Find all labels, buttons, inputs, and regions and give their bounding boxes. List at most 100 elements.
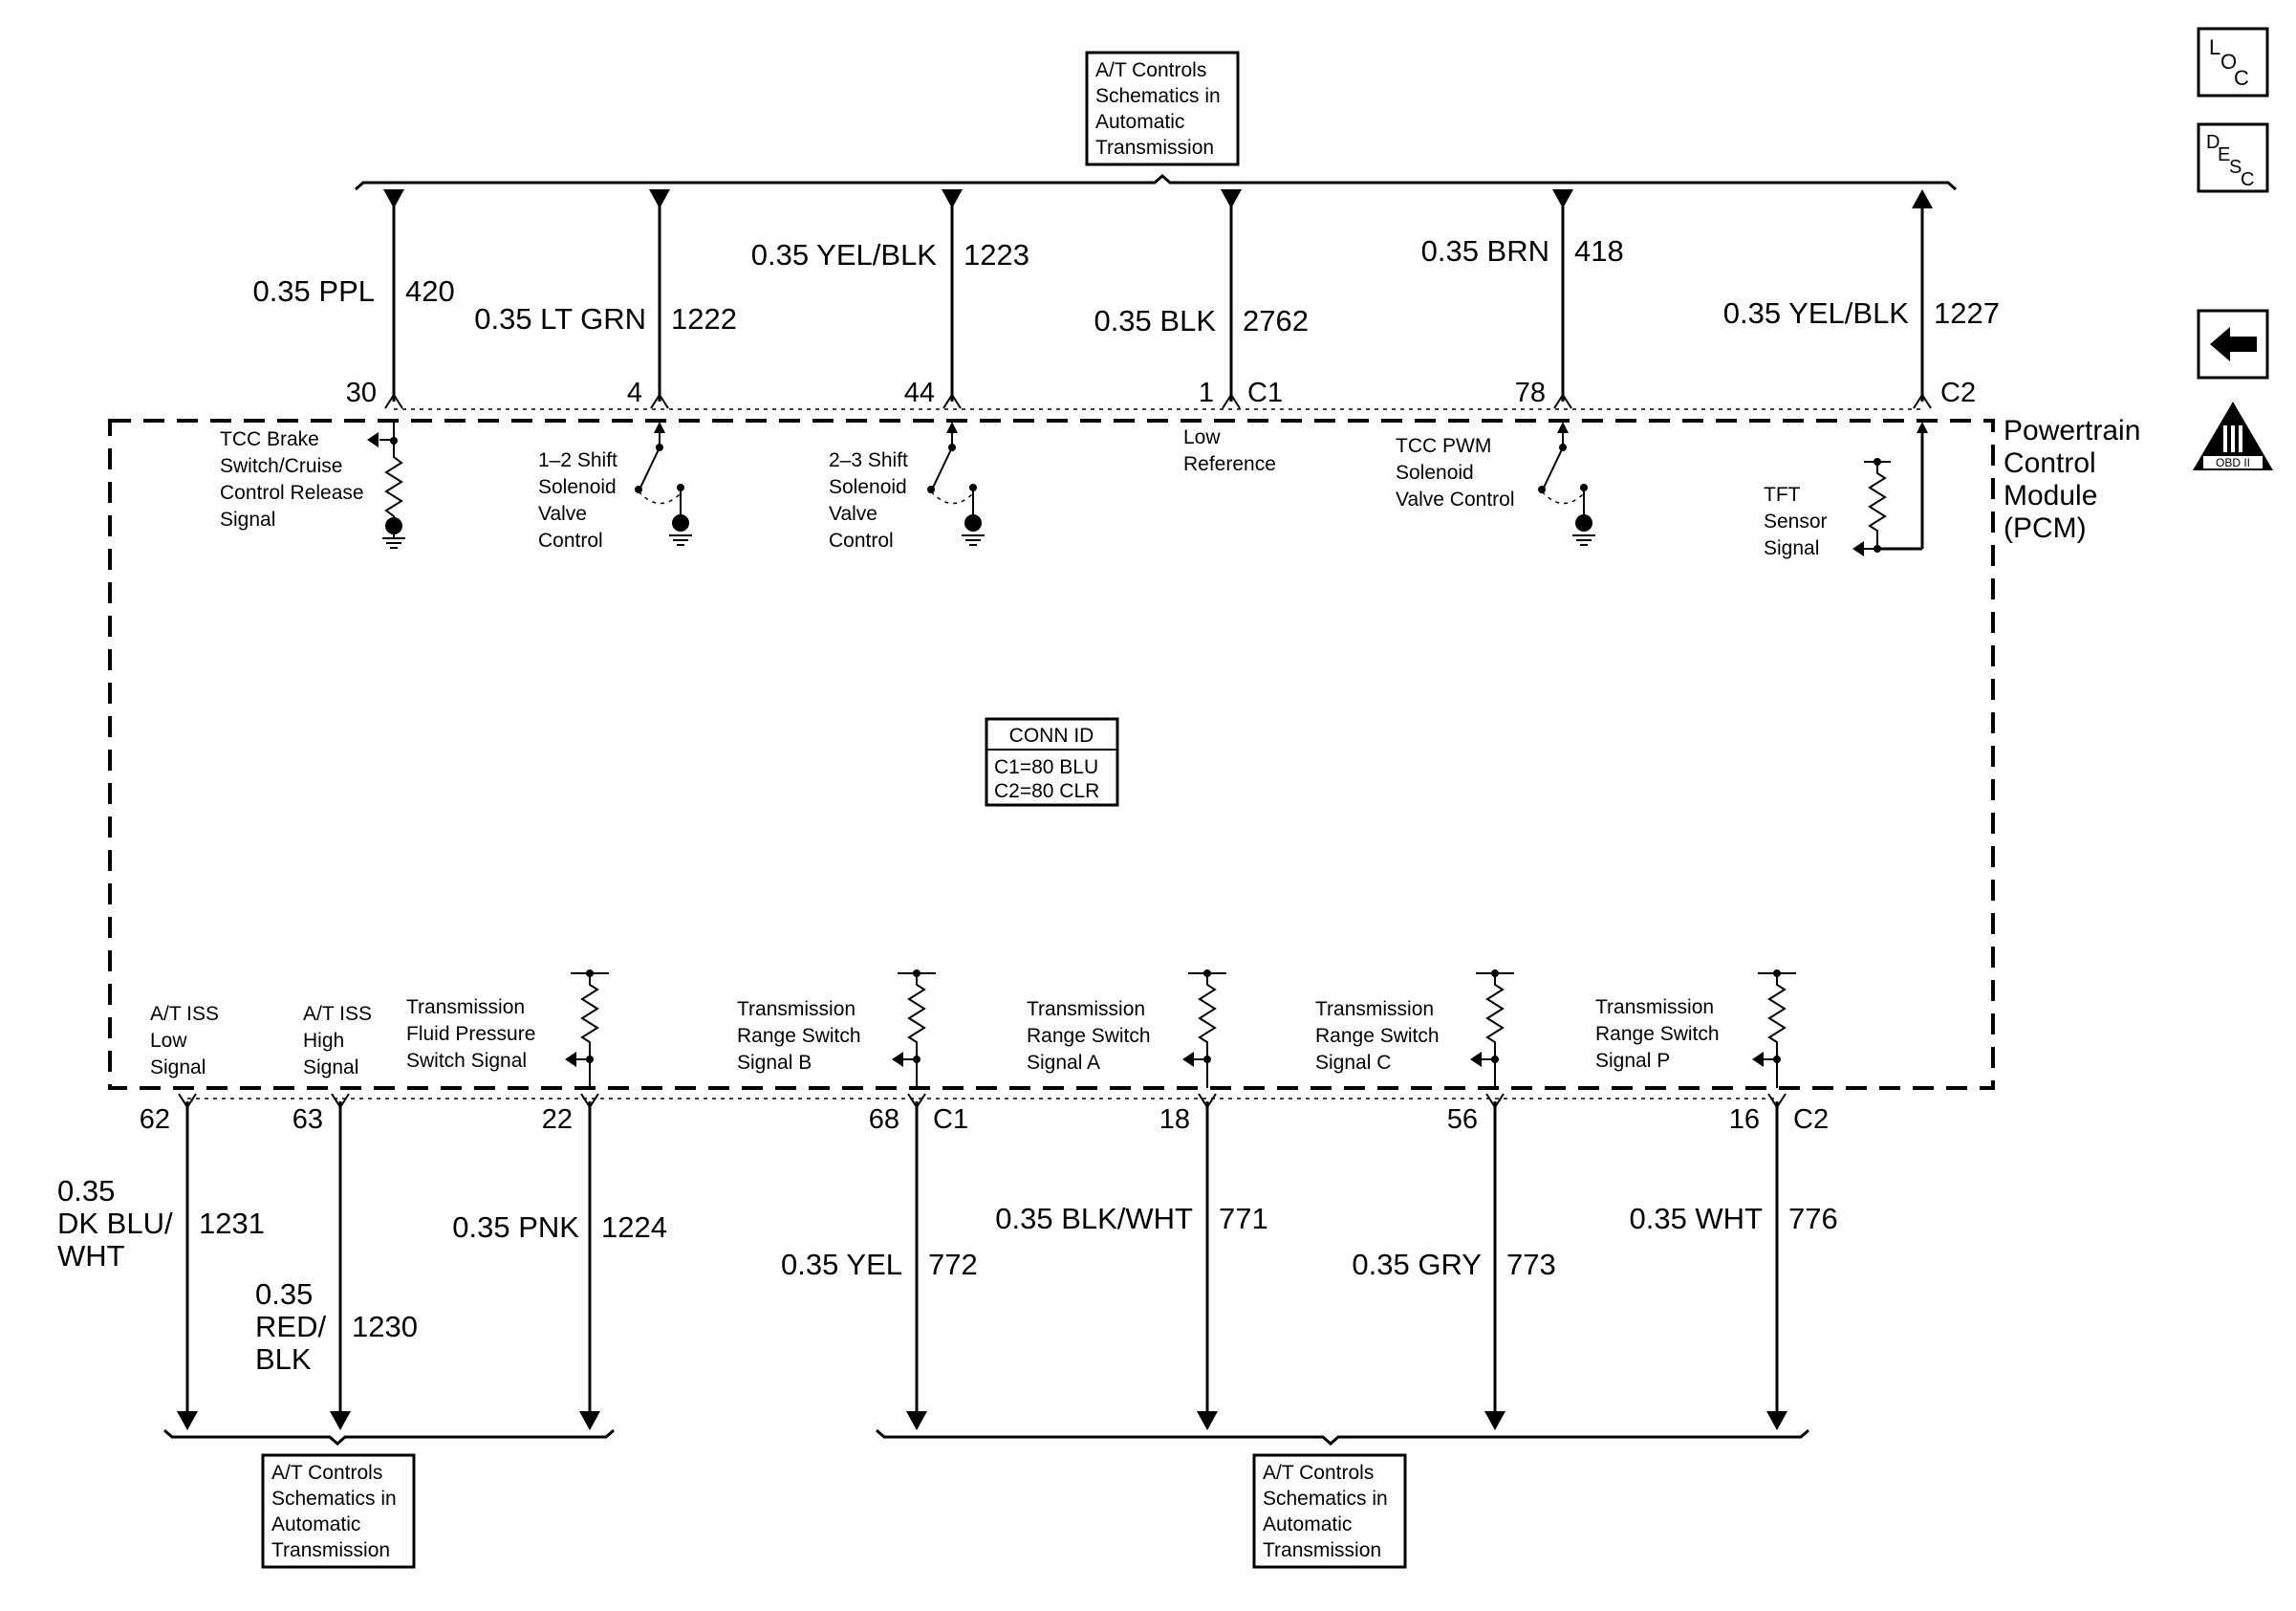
wire-color-1230-line-3: BLK [255, 1342, 312, 1376]
range-switch-b-description: Transmission Range Switch Signal B [737, 998, 861, 1074]
svg-text:Signal: Signal [220, 509, 275, 531]
wire-color-773: 0.35 GRY [1352, 1248, 1482, 1281]
circuit-number-776: 776 [1788, 1202, 1838, 1235]
svg-text:Transmission: Transmission [1263, 1539, 1381, 1561]
svg-text:Transmission: Transmission [1027, 998, 1145, 1020]
top-wire-1227: 0.35 YEL/BLK 1227 C2 [1723, 189, 2000, 409]
low-reference-description: Low Reference [1183, 426, 1276, 475]
fluid-pressure-description: Transmission Fluid Pressure Switch Signa… [406, 996, 535, 1072]
obd-ii-icon[interactable]: OBD II [2193, 402, 2273, 470]
wire-color-2762: 0.35 BLK [1094, 304, 1216, 337]
pcm-label-line-1: Powertrain [2004, 415, 2140, 446]
svg-text:1–2 Shift: 1–2 Shift [538, 449, 617, 471]
top-wire-418: 0.35 BRN 418 78 [1421, 189, 1624, 409]
circuit-number-1224: 1224 [601, 1210, 667, 1244]
wire-color-1230-line-1: 0.35 [255, 1277, 313, 1311]
svg-text:Signal: Signal [303, 1056, 358, 1078]
circuit-number-1231: 1231 [199, 1207, 265, 1240]
range-switch-a-description: Transmission Range Switch Signal A [1027, 998, 1151, 1074]
svg-text:Valve: Valve [829, 503, 877, 525]
wire-color-1227: 0.35 YEL/BLK [1723, 296, 1910, 330]
bottom-wire-1231: 62 0.35 DK BLU/ WHT 1231 [57, 1093, 265, 1430]
svg-text:A/T ISS: A/T ISS [150, 1003, 219, 1025]
svg-text:2–3 Shift: 2–3 Shift [829, 449, 908, 471]
tcc-brake-resistor [367, 421, 405, 549]
back-arrow-icon[interactable] [2197, 309, 2269, 380]
svg-text:Transmission: Transmission [1315, 998, 1434, 1020]
svg-text:Transmission: Transmission [406, 996, 525, 1018]
svg-text:Signal: Signal [150, 1056, 206, 1078]
bottom-wire-772: 68 C1 0.35 YEL 772 [781, 1093, 978, 1430]
circuit-number-1227: 1227 [1934, 296, 2000, 330]
bottom-right-reference-box[interactable]: A/T Controls Schematics in Automatic Tra… [1252, 1453, 1407, 1569]
svg-text:Signal A: Signal A [1027, 1052, 1100, 1074]
svg-text:Control Release: Control Release [220, 482, 364, 504]
pcm-boundary [108, 419, 1995, 1090]
svg-text:Transmission: Transmission [737, 998, 856, 1020]
svg-text:Transmission: Transmission [271, 1539, 390, 1561]
svg-text:Low: Low [150, 1030, 187, 1052]
wire-color-1223: 0.35 YEL/BLK [751, 238, 938, 272]
tft-sensor-description: TFT Sensor Signal [1764, 484, 1828, 559]
svg-text:Solenoid: Solenoid [829, 476, 907, 498]
svg-text:OBD II: OBD II [2216, 456, 2250, 469]
svg-text:A/T Controls: A/T Controls [271, 1462, 382, 1484]
top-wire-1223: 0.35 YEL/BLK 1223 44 [751, 189, 1029, 409]
svg-text:Switch/Cruise: Switch/Cruise [220, 455, 342, 477]
top-ref-line-1: A/T Controls [1095, 59, 1206, 81]
pcm-label: Powertrain Control Module (PCM) [2004, 415, 2140, 544]
svg-text:Schematics in: Schematics in [271, 1488, 397, 1510]
pin-62: 62 [140, 1104, 170, 1135]
bottom-wire-771: 18 0.35 BLK/WHT 771 [995, 1093, 1268, 1430]
svg-text:O: O [2220, 50, 2237, 74]
pcm-label-line-2: Control [2004, 447, 2096, 479]
pin-44: 44 [904, 378, 935, 408]
pin-63: 63 [292, 1104, 323, 1135]
conn-id-title: CONN ID [1009, 725, 1094, 747]
desc-icon[interactable]: D E S C [2197, 122, 2269, 193]
svg-text:A/T ISS: A/T ISS [303, 1003, 372, 1025]
bottom-left-reference-box[interactable]: A/T Controls Schematics in Automatic Tra… [261, 1453, 416, 1569]
range-switch-c-resistor [1470, 969, 1514, 1088]
top-ref-line-2: Schematics in [1095, 85, 1221, 107]
connector-bottom-c2: C2 [1793, 1104, 1829, 1135]
pin-78: 78 [1515, 378, 1546, 408]
svg-text:High: High [303, 1030, 344, 1052]
shift-23-solenoid-switch [927, 422, 985, 546]
circuit-number-418: 418 [1574, 234, 1624, 268]
tft-sensor-resistor [1852, 422, 1928, 556]
top-wire-1222: 0.35 LT GRN 1222 4 [474, 189, 737, 409]
tcc-pwm-solenoid-switch [1538, 422, 1595, 546]
shift-12-description: 1–2 Shift Solenoid Valve Control [538, 449, 617, 552]
top-harness-bracket [355, 174, 1957, 191]
wire-color-418: 0.35 BRN [1421, 234, 1549, 268]
pin-1: 1 [1199, 378, 1214, 408]
bottom-wire-773: 56 0.35 GRY 773 [1352, 1093, 1556, 1430]
connector-top-c2: C2 [1940, 378, 1976, 408]
wire-color-1231-line-3: WHT [57, 1239, 125, 1273]
top-reference-box[interactable]: A/T Controls Schematics in Automatic Tra… [1085, 51, 1240, 166]
svg-text:Signal: Signal [1764, 537, 1819, 559]
circuit-number-1222: 1222 [671, 302, 737, 336]
circuit-number-772: 772 [928, 1248, 978, 1281]
wire-color-771: 0.35 BLK/WHT [995, 1202, 1193, 1235]
pin-30: 30 [346, 378, 377, 408]
shift-23-description: 2–3 Shift Solenoid Valve Control [829, 449, 908, 552]
loc-icon[interactable]: L O C [2197, 27, 2269, 98]
svg-text:Signal P: Signal P [1595, 1050, 1670, 1072]
svg-text:Valve: Valve [538, 503, 587, 525]
svg-text:Fluid Pressure: Fluid Pressure [406, 1023, 535, 1045]
svg-text:Valve Control: Valve Control [1396, 489, 1515, 511]
range-switch-p-description: Transmission Range Switch Signal P [1595, 996, 1720, 1072]
bottom-wire-1230: 63 0.35 RED/ BLK 1230 [255, 1093, 418, 1430]
svg-text:S: S [2229, 157, 2242, 178]
conn-id-c1: C1=80 BLU [994, 756, 1098, 778]
svg-text:Range Switch: Range Switch [1315, 1025, 1440, 1047]
bottom-wire-776: 16 C2 0.35 WHT 776 [1629, 1093, 1838, 1430]
top-wire-420: 0.35 PPL 420 30 [252, 189, 455, 409]
circuit-number-1230: 1230 [352, 1310, 418, 1343]
range-switch-a-resistor [1182, 969, 1226, 1088]
svg-text:Low: Low [1183, 426, 1221, 448]
connector-bottom-c1: C1 [933, 1104, 968, 1135]
svg-text:Control: Control [829, 530, 894, 552]
